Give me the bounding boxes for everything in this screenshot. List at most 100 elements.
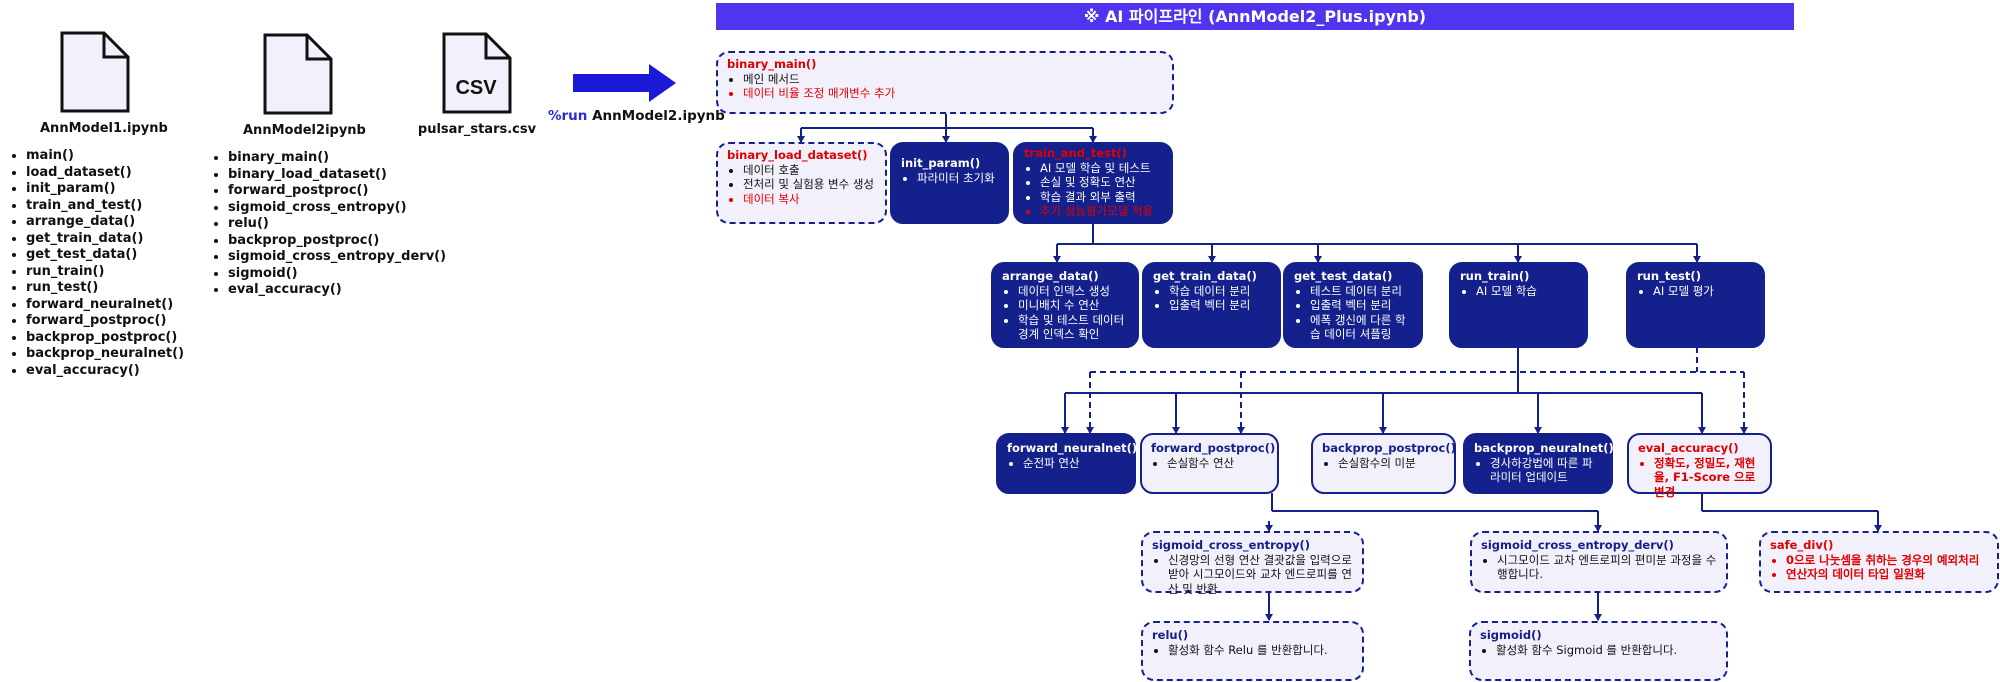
node-title: safe_div()	[1770, 538, 1834, 552]
list-item: 손실함수의 미분	[1338, 456, 1445, 471]
list-item: 데이터 비율 조정 매개변수 추가	[743, 86, 1163, 101]
pipeline-banner: ※ AI 파이프라인 (AnnModel2_Plus.ipynb)	[716, 3, 1794, 30]
list-item: 순전파 연산	[1023, 456, 1125, 471]
list-item: 손실함수 연산	[1167, 456, 1268, 471]
node-title: run_test()	[1637, 269, 1701, 283]
list-item: 추가 성능평가모델 적용	[1040, 204, 1162, 219]
list-item: 연산자의 데이터 타입 일원화	[1786, 567, 1988, 582]
node-run-train: run_train() AI 모델 학습	[1449, 262, 1588, 348]
list-item: 신경망의 선형 연산 결괏값을 입력으로 받아 시그모이드와 교차 엔드로피를 …	[1168, 553, 1353, 597]
node-sigmoid-cross-entropy-derv: sigmoid_cross_entropy_derv() 시그모이드 교차 엔트…	[1470, 531, 1728, 593]
list-item: main()	[26, 148, 184, 165]
node-get-test-data: get_test_data() 테스트 데이터 분리 입출력 벡터 분리 에폭 …	[1283, 262, 1423, 348]
csv-file-icon: CSV	[442, 32, 512, 114]
list-item: 정확도, 정밀도, 재현율, F1-Score 으로 변경	[1654, 456, 1761, 500]
list-item: 시그모이드 교차 엔트로피의 편미분 과정을 수행합니다.	[1497, 553, 1717, 582]
list-item: run_train()	[26, 264, 184, 281]
list-item: 데이터 호출	[743, 163, 876, 178]
list-item: relu()	[228, 216, 446, 233]
node-title: binary_main()	[727, 57, 817, 71]
node-init-param: init_param() 파라미터 초기화	[890, 142, 1009, 224]
list-item: forward_neuralnet()	[26, 297, 184, 314]
list-item: backprop_neuralnet()	[26, 346, 184, 363]
list-item: 활성화 함수 Sigmoid 를 반환합니다.	[1496, 643, 1717, 658]
annmodel2-function-list: binary_main() binary_load_dataset() forw…	[210, 150, 446, 299]
node-title: forward_postproc()	[1151, 441, 1276, 455]
node-title: backprop_postproc()	[1322, 441, 1456, 455]
list-item: arrange_data()	[26, 214, 184, 231]
file-icon	[263, 33, 333, 115]
list-item: 데이터 복사	[743, 192, 876, 207]
list-item: binary_main()	[228, 150, 446, 167]
list-item: 전처리 및 실험용 변수 생성	[743, 177, 876, 192]
list-item: sigmoid_cross_entropy()	[228, 200, 446, 217]
list-item: AI 모델 평가	[1653, 284, 1754, 299]
node-binary-main: binary_main() 메인 메서드 데이터 비율 조정 매개변수 추가	[716, 51, 1174, 114]
list-item: AI 모델 학습 및 테스트	[1040, 161, 1162, 176]
list-item: 학습 및 테스트 데이터 경계 인덱스 확인	[1018, 313, 1128, 342]
run-command: %run AnnModel2.ipynb	[548, 108, 725, 124]
list-item: 입출력 벡터 분리	[1169, 298, 1270, 313]
csv-icon-text: CSV	[455, 77, 497, 99]
list-item: 데이터 인덱스 생성	[1018, 284, 1128, 299]
list-item: forward_postproc()	[228, 183, 446, 200]
list-item: backprop_postproc()	[228, 233, 446, 250]
node-title: sigmoid()	[1480, 628, 1542, 642]
list-item: binary_load_dataset()	[228, 167, 446, 184]
node-title: backprop_neuralnet()	[1474, 441, 1614, 455]
list-item: 테스트 데이터 분리	[1310, 284, 1412, 299]
node-forward-neuralnet: forward_neuralnet() 순전파 연산	[996, 433, 1137, 494]
node-title: get_train_data()	[1153, 269, 1257, 283]
node-sigmoid: sigmoid() 활성화 함수 Sigmoid 를 반환합니다.	[1469, 621, 1728, 681]
list-item: AI 모델 학습	[1476, 284, 1577, 299]
run-target: AnnModel2.ipynb	[592, 108, 725, 124]
right-arrow-icon	[573, 64, 676, 102]
list-item: run_test()	[26, 280, 184, 297]
node-title: eval_accuracy()	[1638, 441, 1739, 455]
list-item: eval_accuracy()	[228, 282, 446, 299]
node-binary-load-dataset: binary_load_dataset() 데이터 호출 전처리 및 실험용 변…	[716, 142, 887, 224]
node-get-train-data: get_train_data() 학습 데이터 분리 입출력 벡터 분리	[1142, 262, 1281, 348]
node-title: binary_load_dataset()	[727, 148, 868, 162]
list-item: 파라미터 초기화	[917, 171, 998, 186]
list-item: init_param()	[26, 181, 184, 198]
list-item: get_train_data()	[26, 231, 184, 248]
list-item: 학습 데이터 분리	[1169, 284, 1270, 299]
list-item: backprop_postproc()	[26, 330, 184, 347]
list-item: eval_accuracy()	[26, 363, 184, 380]
list-item: sigmoid()	[228, 266, 446, 283]
node-title: init_param()	[901, 156, 981, 170]
node-title: relu()	[1152, 628, 1189, 642]
node-title: arrange_data()	[1002, 269, 1099, 283]
node-title: run_train()	[1460, 269, 1530, 283]
node-relu: relu() 활성화 함수 Relu 를 반환합니다.	[1141, 621, 1364, 681]
list-item: 활성화 함수 Relu 를 반환합니다.	[1168, 643, 1353, 658]
node-title: sigmoid_cross_entropy_derv()	[1481, 538, 1674, 552]
list-item: 에폭 갱신에 다른 학습 데이터 셔플링	[1310, 313, 1412, 342]
list-item: 입출력 벡터 분리	[1310, 298, 1412, 313]
node-run-test: run_test() AI 모델 평가	[1626, 262, 1765, 348]
list-item: 0으로 나눗셈을 취하는 경우의 예외처리	[1786, 553, 1988, 568]
list-item: train_and_test()	[26, 198, 184, 215]
file-name-annmodel1: AnnModel1.ipynb	[40, 121, 168, 136]
node-safe-div: safe_div() 0으로 나눗셈을 취하는 경우의 예외처리 연산자의 데이…	[1759, 531, 1999, 593]
annmodel1-function-list: main() load_dataset() init_param() train…	[8, 148, 184, 379]
node-sigmoid-cross-entropy: sigmoid_cross_entropy() 신경망의 선형 연산 결괏값을 …	[1141, 531, 1364, 596]
list-item: load_dataset()	[26, 165, 184, 182]
file-name-csv: pulsar_stars.csv	[417, 122, 537, 137]
file-name-annmodel2: AnnModel2ipynb	[243, 123, 366, 138]
list-item: get_test_data()	[26, 247, 184, 264]
file-icon	[60, 31, 130, 113]
list-item: 미니배치 수 연산	[1018, 298, 1128, 313]
node-title: get_test_data()	[1294, 269, 1393, 283]
run-keyword: %run	[548, 108, 588, 124]
node-train-and-test: train_and_test() AI 모델 학습 및 테스트 손실 및 정확도…	[1013, 142, 1173, 224]
node-arrange-data: arrange_data() 데이터 인덱스 생성 미니배치 수 연산 학습 및…	[991, 262, 1139, 348]
node-title: sigmoid_cross_entropy()	[1152, 538, 1310, 552]
list-item: 메인 메서드	[743, 72, 1163, 87]
list-item: sigmoid_cross_entropy_derv()	[228, 249, 446, 266]
node-forward-postproc: forward_postproc() 손실함수 연산	[1140, 433, 1279, 494]
list-item: forward_postproc()	[26, 313, 184, 330]
node-backprop-neuralnet: backprop_neuralnet() 경사하강법에 따른 파라미터 업데이트	[1463, 433, 1614, 494]
list-item: 학습 결과 외부 출력	[1040, 190, 1162, 205]
